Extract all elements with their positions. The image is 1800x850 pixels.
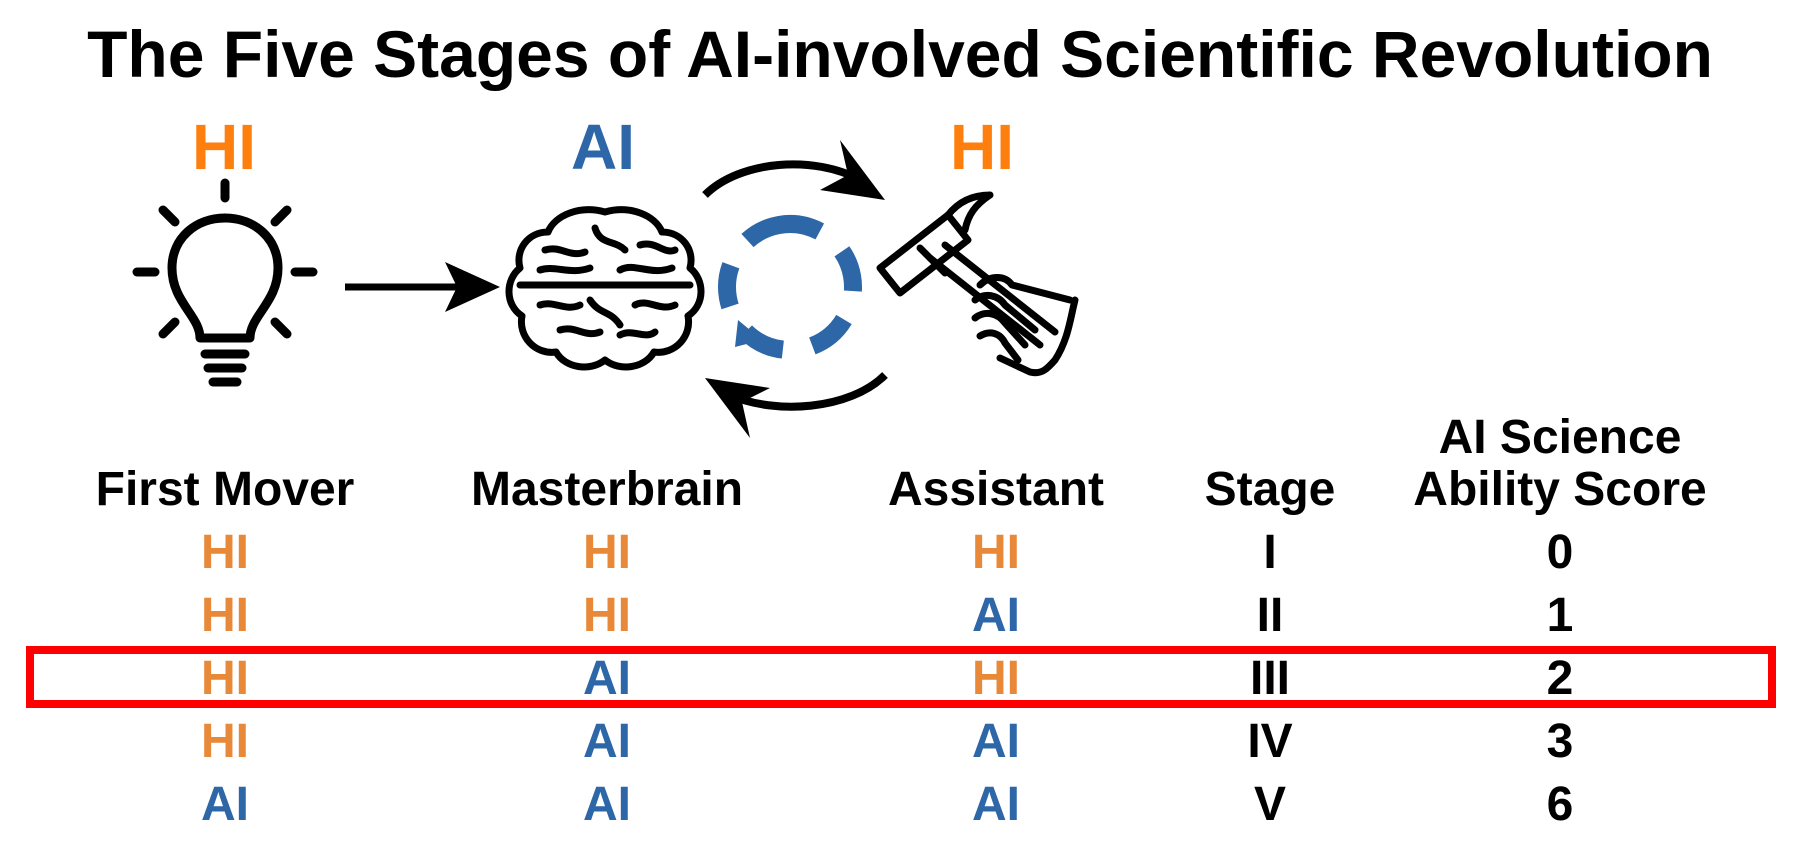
- header-stage: Stage: [1204, 463, 1336, 516]
- assistant-cell: AI: [972, 778, 1020, 831]
- stage-cell: III: [1249, 652, 1290, 705]
- first-mover-cell: HI: [201, 589, 249, 642]
- header-assistant: Assistant: [887, 463, 1105, 516]
- first-mover-cell: HI: [201, 526, 249, 579]
- score-cell: 6: [1546, 778, 1574, 831]
- stage-cell: I: [1263, 526, 1277, 579]
- score-cell: 1: [1546, 589, 1574, 642]
- header-masterbrain: Masterbrain: [470, 463, 744, 516]
- cycle-arrowhead-blue: [735, 320, 762, 347]
- stage-cell: II: [1256, 589, 1284, 642]
- assistant-cell: AI: [972, 715, 1020, 768]
- cycle-icon: [718, 215, 862, 359]
- assistant-cell: HI: [972, 526, 1020, 579]
- stage-cell: IV: [1247, 715, 1293, 768]
- masterbrain-cell: AI: [583, 778, 631, 831]
- masterbrain-label: AI: [571, 111, 635, 183]
- masterbrain-cell: HI: [583, 526, 631, 579]
- brain-icon: [505, 206, 705, 371]
- header-first-mover: First Mover: [95, 463, 355, 516]
- page-title: The Five Stages of AI-involved Scientifi…: [87, 17, 1713, 91]
- masterbrain-cell: AI: [583, 715, 631, 768]
- cycle-arrowhead-bottom: [705, 378, 770, 438]
- highlighted-row-box: [26, 646, 1776, 708]
- cycle-arrow-bottom: [728, 372, 888, 411]
- assistant-cell: AI: [972, 589, 1020, 642]
- score-cell: 2: [1546, 652, 1574, 705]
- header-ability-score: Ability Score: [1413, 463, 1707, 516]
- score-cell: 3: [1546, 715, 1574, 768]
- assistant-label: HI: [950, 111, 1014, 183]
- cycle-arrowhead-top: [820, 140, 885, 200]
- first-mover-cell: HI: [201, 652, 249, 705]
- assistant-cell: HI: [972, 652, 1020, 705]
- masterbrain-cell: AI: [583, 652, 631, 705]
- header-ai-science: AI Science: [1438, 411, 1682, 464]
- stage-cell: V: [1253, 778, 1286, 831]
- score-cell: 0: [1546, 526, 1574, 579]
- first-mover-label: HI: [192, 111, 256, 183]
- hammer-hand-icon: [876, 191, 1079, 377]
- flow-arrowhead: [445, 262, 500, 312]
- cycle-arrow-top: [702, 160, 862, 198]
- first-mover-cell: HI: [201, 715, 249, 768]
- first-mover-cell: AI: [201, 778, 249, 831]
- lightbulb-icon: [132, 178, 318, 387]
- masterbrain-cell: HI: [583, 589, 631, 642]
